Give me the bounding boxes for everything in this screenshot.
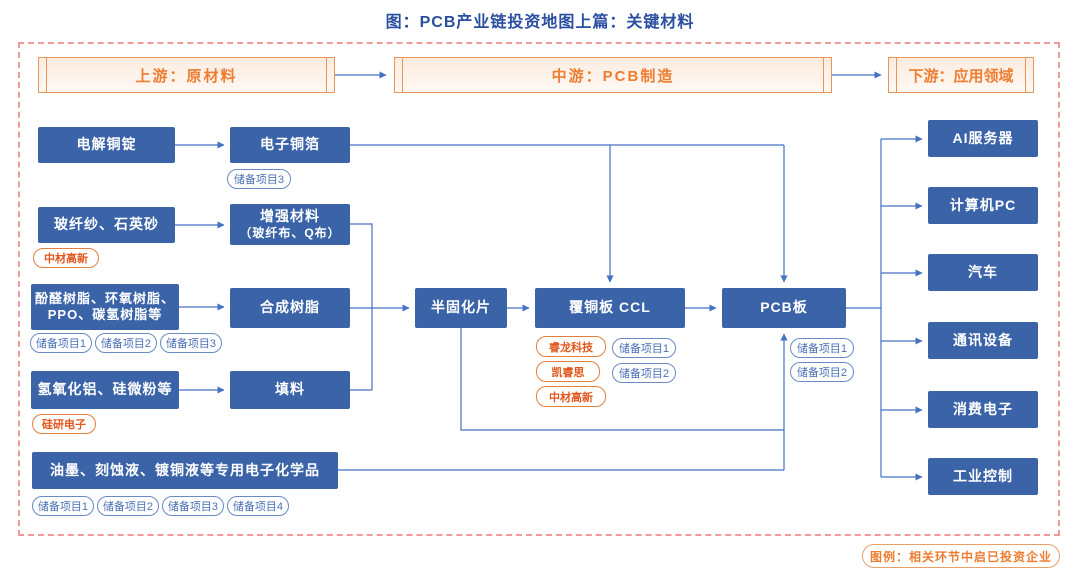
- reserve-badge: 储备项目3: [227, 169, 291, 189]
- node-synthetic-resin: 合成树脂: [230, 288, 350, 328]
- node-reinforcement-line2: （玻纤布、Q布）: [239, 225, 341, 240]
- node-electrolytic-copper-ingot: 电解铜锭: [38, 127, 175, 163]
- node-electronic-chemicals: 油墨、刻蚀液、镀铜液等专用电子化学品: [32, 452, 338, 489]
- company-badge-sinoma: 中材高新: [536, 386, 606, 407]
- reserve-badge: 储备项目2: [97, 496, 159, 516]
- node-app-industrial-control: 工业控制: [928, 458, 1038, 495]
- reserve-badge: 储备项目4: [227, 496, 289, 516]
- node-app-ai-server: AI服务器: [928, 120, 1038, 157]
- node-resins-raw: 酚醛树脂、环氧树脂、 PPO、碳氢树脂等: [31, 284, 179, 330]
- node-app-computer-pc: 计算机PC: [928, 187, 1038, 224]
- header-upstream: 上游：原材料: [38, 57, 335, 93]
- legend-note: 图例：相关环节中启已投资企业: [862, 544, 1060, 568]
- node-resins-raw-line2: PPO、碳氢树脂等: [47, 307, 163, 322]
- reserve-badge: 储备项目2: [790, 362, 854, 382]
- diagram-dashed-frame: [18, 42, 1060, 536]
- node-app-telecom-equipment: 通讯设备: [928, 322, 1038, 359]
- reserve-badge: 储备项目3: [162, 496, 224, 516]
- header-downstream: 下游：应用领域: [888, 57, 1034, 93]
- node-reinforcement-line1: 增强材料: [260, 208, 320, 225]
- node-prepreg: 半固化片: [415, 288, 507, 328]
- diagram-title: 图：PCB产业链投资地图上篇：关键材料: [385, 14, 695, 31]
- header-midstream: 中游：PCB制造: [394, 57, 832, 93]
- node-app-consumer-electronics: 消费电子: [928, 391, 1038, 428]
- node-pcb-board: PCB板: [722, 288, 846, 328]
- reserve-badge: 储备项目1: [612, 338, 676, 358]
- node-filler: 填料: [230, 371, 350, 409]
- node-resins-raw-line1: 酚醛树脂、环氧树脂、: [34, 290, 175, 306]
- company-badge-sinoma: 中材高新: [33, 248, 99, 268]
- reserve-badge: 储备项目1: [790, 338, 854, 358]
- company-badge-siyan: 硅研电子: [32, 414, 96, 434]
- company-badge-ruilong: 睿龙科技: [536, 336, 606, 357]
- node-aluminum-hydroxide-silica: 氢氧化铝、硅微粉等: [31, 371, 179, 409]
- company-badge-kairuisi: 凯睿思: [536, 361, 600, 382]
- node-reinforcement-material: 增强材料 （玻纤布、Q布）: [230, 204, 350, 245]
- reserve-badge: 储备项目3: [160, 333, 222, 353]
- reserve-badge: 储备项目1: [32, 496, 94, 516]
- reserve-badge: 储备项目1: [30, 333, 92, 353]
- node-electronic-copper-foil: 电子铜箔: [230, 127, 350, 163]
- node-glass-yarn-quartz-sand: 玻纤纱、石英砂: [38, 207, 175, 243]
- reserve-badge: 储备项目2: [612, 363, 676, 383]
- node-app-automotive: 汽车: [928, 254, 1038, 291]
- reserve-badge: 储备项目2: [95, 333, 157, 353]
- node-ccl: 覆铜板 CCL: [535, 288, 685, 328]
